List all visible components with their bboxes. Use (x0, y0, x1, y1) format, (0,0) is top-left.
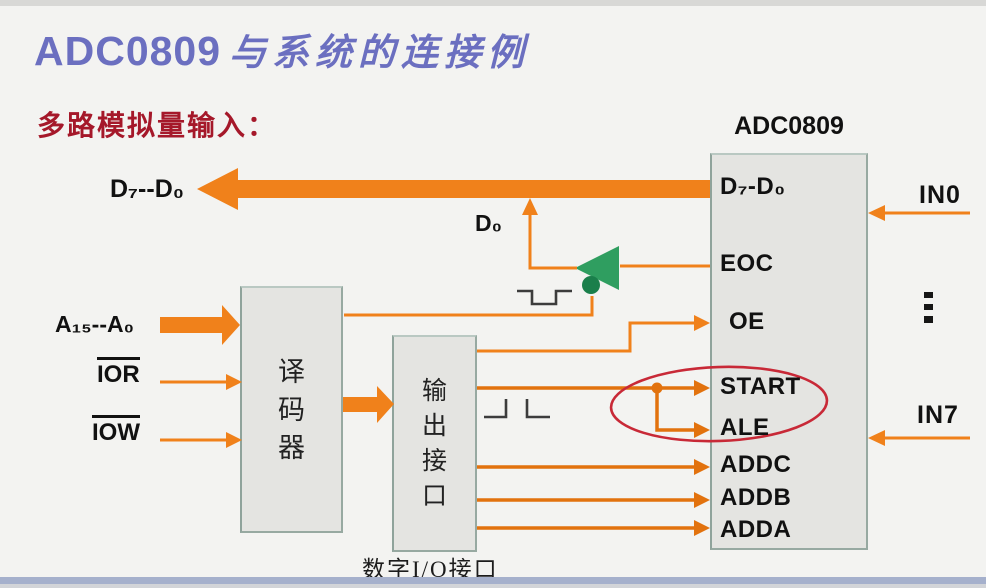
negative-pulse-icon (517, 289, 572, 306)
analog-inputs-ellipsis-icon (924, 292, 933, 323)
pin-adda: ADDA (720, 516, 792, 543)
iow-arrow (160, 432, 242, 448)
subtitle-analog-input: 多路模拟量输入： (37, 110, 278, 141)
output-interface-block: 输出接口 (392, 335, 477, 552)
pin-ale: ALE (720, 414, 770, 441)
iow-label-wrap: IOW (92, 415, 140, 446)
pin-eoc: EOC (720, 250, 774, 277)
oe-wire (477, 315, 710, 353)
ior-arrow (160, 374, 242, 390)
output-interface-label: 输出接口 (421, 377, 447, 510)
decoder-label: 译码器 (277, 356, 305, 463)
in7-label: IN7 (917, 401, 959, 429)
decoder-to-output-arrow (343, 386, 394, 423)
page-title-chinese: 与系统的连接例 (229, 33, 531, 74)
data-bus-label: D₇--D₀ (110, 175, 185, 203)
page-title-chip-name: ADC0809 (34, 28, 222, 74)
data-bus-arrow (197, 168, 710, 210)
d0-label: D₀ (475, 210, 502, 236)
address-bus-label: A₁₅--A₀ (55, 311, 134, 337)
iow-label: IOW (92, 415, 140, 446)
ale-wire (655, 388, 710, 438)
pin-d7d0: D₇-D₀ (720, 173, 786, 200)
address-bus-arrow (160, 305, 240, 345)
tristate-buffer-icon (575, 246, 619, 294)
pin-addb: ADDB (720, 484, 792, 511)
top-border-strip (0, 0, 986, 6)
decoder-block: 译码器 (240, 286, 343, 533)
pin-oe: OE (729, 308, 765, 335)
adda-wire (477, 520, 710, 536)
rising-edge-icon (525, 399, 550, 419)
adc0809-chip-block (710, 153, 868, 550)
falling-edge-icon (484, 399, 508, 419)
bottom-blue-strip (0, 577, 986, 584)
d0-branch-arrow (522, 198, 577, 270)
bottom-gray-strip (0, 584, 986, 588)
ior-label-wrap: IOR (97, 357, 140, 388)
in7-arrow (868, 430, 970, 446)
decoder-to-buffer-enable-wire (344, 296, 594, 317)
start-wire (477, 380, 710, 396)
pin-start: START (720, 373, 801, 400)
addc-wire (477, 459, 710, 475)
ior-label: IOR (97, 357, 140, 388)
chip-name-label: ADC0809 (734, 112, 844, 140)
pin-addc: ADDC (720, 451, 792, 478)
in0-label: IN0 (919, 181, 961, 209)
addb-wire (477, 492, 710, 508)
